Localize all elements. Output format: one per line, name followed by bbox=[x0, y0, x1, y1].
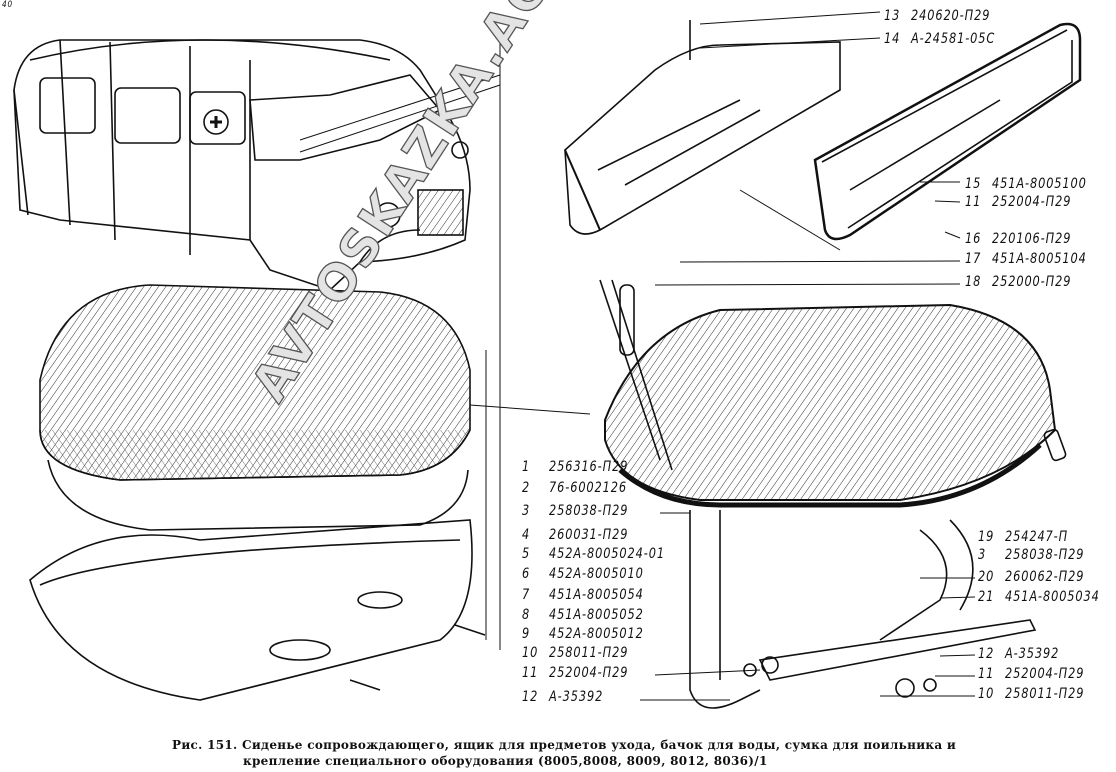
seat-cushion-left-illustration bbox=[29, 284, 486, 701]
van-body-illustration bbox=[13, 39, 471, 291]
corner-mark: 40 bbox=[2, 0, 14, 10]
seat-cushion-right-illustration bbox=[599, 279, 1067, 709]
figure-caption-line1: Рис. 151. Сиденье сопровождающего, ящик … bbox=[172, 738, 957, 752]
leader-lines bbox=[299, 11, 976, 701]
figure-caption-line2: крепление специального оборудования (800… bbox=[243, 754, 768, 768]
care-items-box-illustration bbox=[564, 20, 1082, 241]
